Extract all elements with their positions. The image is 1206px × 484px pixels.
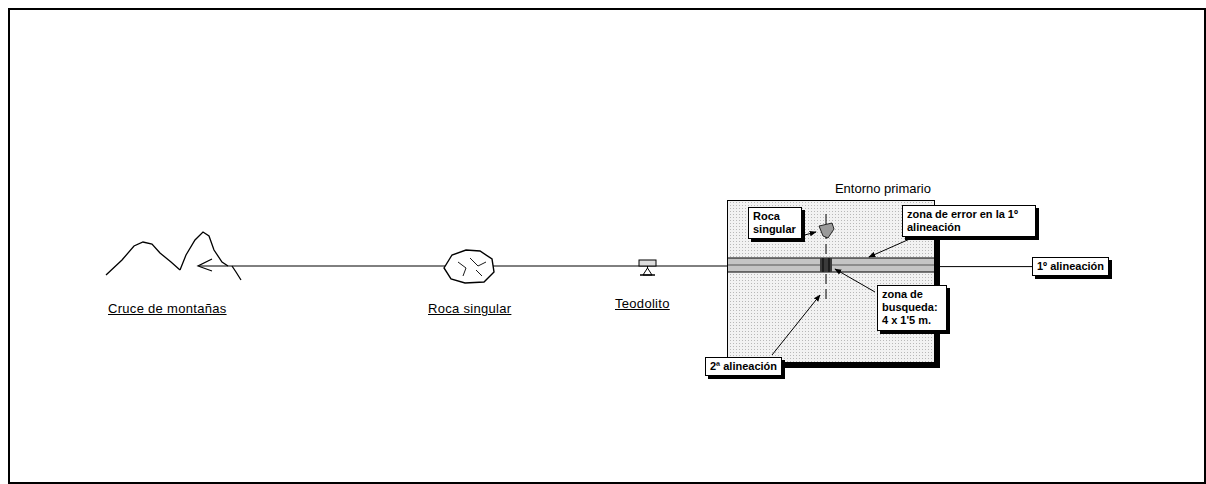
arrow-head (198, 259, 212, 271)
callout-text: 1º alineación (1037, 260, 1104, 273)
frame (9, 9, 1205, 483)
region-heading: Entorno primario (835, 181, 931, 196)
callout-box: zona de busqueda: 4 x 1'5 m. (877, 285, 947, 331)
callout-box: 1º alineación (1032, 257, 1109, 276)
mountains (106, 232, 241, 280)
callout-text: zona de error en la 1º alineación (907, 208, 1031, 234)
theodolite (639, 260, 656, 275)
search-zone (820, 258, 832, 272)
rock (444, 250, 494, 283)
callout-text: Roca singular (753, 210, 797, 236)
callout-box: zona de error en la 1º alineación (902, 205, 1036, 237)
rock-small (819, 223, 834, 238)
part-label: Roca singular (428, 301, 511, 316)
part-label: Teodolito (615, 296, 670, 311)
error-band (727, 258, 935, 272)
connector (935, 266, 1032, 267)
part-label: Cruce de montañas (108, 301, 227, 316)
callout-box: Roca singular (748, 207, 802, 239)
callout-text: 2ª alineación (710, 360, 777, 373)
callout-box: 2ª alineación (705, 357, 782, 376)
callout-text: zona de busqueda: 4 x 1'5 m. (882, 288, 942, 328)
